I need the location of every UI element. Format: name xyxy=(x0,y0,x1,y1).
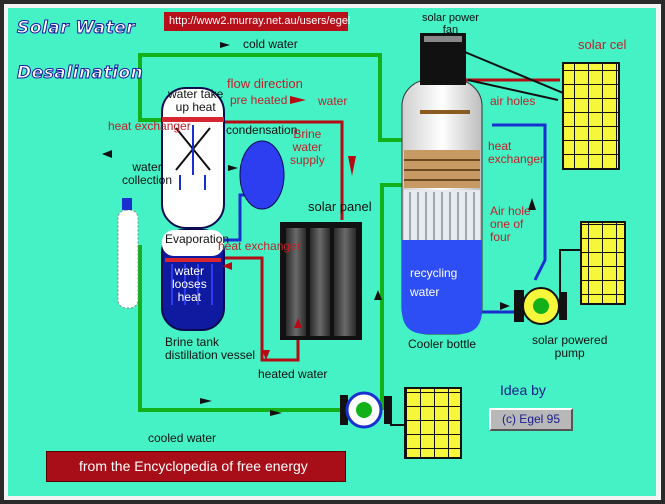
label-water-collection: water collection xyxy=(122,160,173,188)
title-line-1: Solar Water xyxy=(16,18,136,39)
label-heat-exchanger-right: heat exchanger xyxy=(488,139,545,167)
label-water: water xyxy=(318,94,348,108)
label-cold-water: cold water xyxy=(243,37,298,51)
collection-bottle xyxy=(117,209,139,309)
label-solar-panel: solar panel xyxy=(308,199,372,214)
label-solar-power-fan: solar power fan xyxy=(422,12,479,37)
idea-label: Idea by xyxy=(500,382,546,398)
solar-pump-bottom xyxy=(340,391,392,429)
label-cooled-water: cooled water xyxy=(148,431,217,445)
credit-banner[interactable]: from the Encyclopedia of free energy xyxy=(46,451,346,482)
cold-water-pipe xyxy=(138,53,402,412)
label-recycling-water: recycling water xyxy=(410,266,458,300)
solar-panel xyxy=(280,222,362,340)
source-url[interactable]: http://www2.murray.net.au/users/egel xyxy=(164,12,350,31)
label-heat-exchanger-left: heat exchanger xyxy=(108,119,191,133)
flow-arrows xyxy=(102,42,536,416)
label-water-take-up-heat: water take up heat xyxy=(168,87,224,115)
title-line-2: Desalination xyxy=(16,63,144,84)
brine-supply-bottle xyxy=(239,140,285,210)
label-pre-heated: pre heated xyxy=(230,93,288,107)
collection-valve xyxy=(122,198,132,210)
label-heated-water: heated water xyxy=(258,367,328,381)
label-condensation: condensation xyxy=(226,123,298,137)
cooler-bottle xyxy=(401,79,483,335)
solar-cell-top xyxy=(562,62,620,170)
label-heat-exchanger-mid: heat exchanger xyxy=(218,239,301,253)
label-air-holes: air holes xyxy=(490,94,536,108)
solar-cell-right xyxy=(580,221,626,305)
label-solar-cell: solar cel xyxy=(578,37,627,52)
label-brine-water-supply: Brine water supply xyxy=(290,127,325,168)
idea-author-badge[interactable]: (c) Egel 95 xyxy=(489,408,573,431)
label-water-looses-heat: water looses heat xyxy=(172,264,207,305)
solar-pump-right xyxy=(514,287,567,325)
label-evaporation: Evaporation xyxy=(165,232,230,246)
solar-cell-bottom xyxy=(404,387,462,459)
brine-tank-vessel xyxy=(161,229,225,331)
solar-fan xyxy=(420,33,466,85)
label-brine-tank: Brine tank distillation vessel xyxy=(165,335,256,363)
solar-wires xyxy=(390,49,580,426)
label-solar-powered-pump: solar powered pump xyxy=(532,333,608,361)
condenser-vessel xyxy=(161,87,225,229)
label-flow-direction: flow direction xyxy=(227,76,303,91)
label-air-hole-one-of-four: Air hole one of four xyxy=(490,204,531,245)
label-cooler-bottle: Cooler bottle xyxy=(408,337,477,351)
